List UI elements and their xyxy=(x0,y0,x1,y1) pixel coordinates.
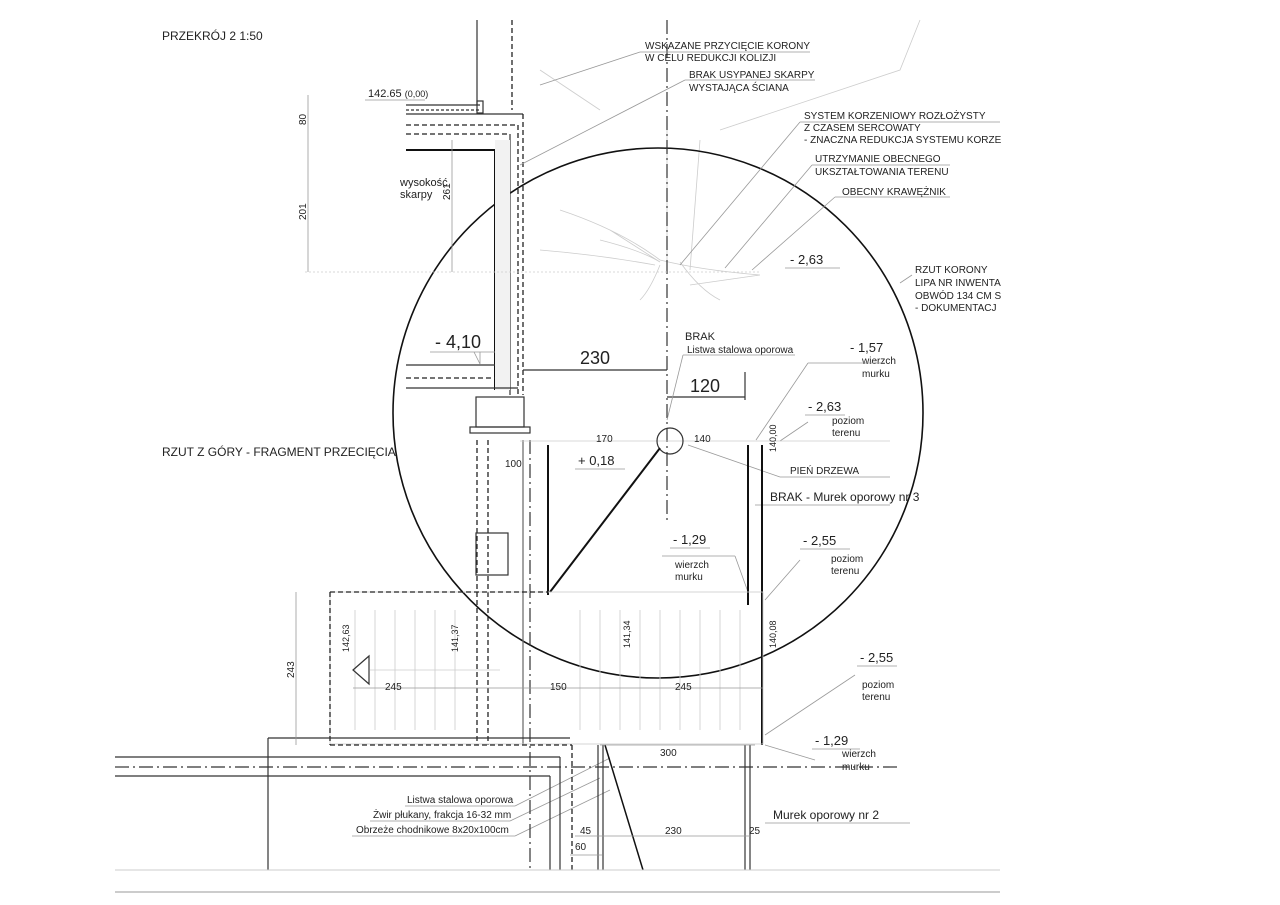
note-curb: OBECNY KRAWĘŻNIK xyxy=(842,185,946,198)
dim-230-plan: 230 xyxy=(665,826,682,837)
plan-dimensions: 170 140 100 140,00 142,63 141,37 141,34 … xyxy=(286,424,778,853)
dim-243: 243 xyxy=(286,661,297,678)
dim-60: 60 xyxy=(575,842,587,853)
level-255a: - 2,55 xyxy=(803,533,836,548)
dim-25: 25 xyxy=(749,826,761,837)
dim-170: 170 xyxy=(596,434,613,445)
level-157-label-1: wierzch xyxy=(861,356,896,367)
tree-trunk-circle xyxy=(656,427,684,455)
note-gravel: Żwir płukany, frakcja 16-32 mm xyxy=(373,808,511,821)
level-markers: - 1,57 wierzch murku - 2,63 poziom teren… xyxy=(575,340,897,773)
level-263-label-2: terenu xyxy=(832,428,860,439)
level-263: - 2,63 xyxy=(808,399,841,414)
note-trunk: PIEŃ DRZEWA xyxy=(790,464,859,477)
level-129a-label-2: murku xyxy=(675,572,703,583)
note-crown-proj-3: OBWÓD 134 CM S xyxy=(915,289,1001,302)
note-crown-proj-2: LIPA NR INWENTA xyxy=(915,278,1001,289)
level-129b-label-1: wierzch xyxy=(841,749,876,760)
note-wall-2: Murek oporowy nr 2 xyxy=(773,808,879,822)
section-dimensions: 80 201 261 wysokość skarpy 142.65 (0,00)… xyxy=(298,88,840,400)
dim-245a: 245 xyxy=(385,682,402,693)
dim-45: 45 xyxy=(580,826,592,837)
level-255a-label-2: terenu xyxy=(831,566,859,577)
note-roots-2: Z CZASEM SERCOWATY xyxy=(804,123,921,134)
elev-140-08: 140,08 xyxy=(768,620,778,648)
crown-projection-circle xyxy=(392,147,924,679)
note-edging: Obrzeże chodnikowe 8x20x100cm xyxy=(356,825,509,836)
dim-150: 150 xyxy=(550,682,567,693)
dim-120: 120 xyxy=(690,376,720,396)
note-wall-3: BRAK - Murek oporowy nr 3 xyxy=(770,490,920,504)
level-157-label-2: murku xyxy=(862,369,890,380)
level-129b-label-2: murku xyxy=(842,762,870,773)
elev-140-00: 140,00 xyxy=(768,424,778,452)
plan-view xyxy=(115,427,900,871)
note-crown-proj-4: - DOKUMENTACJ xyxy=(915,303,996,314)
note-no-slope-2: WYSTAJĄCA ŚCIANA xyxy=(689,81,789,94)
level-157: - 1,57 xyxy=(850,340,883,355)
note-terrain-2: UKSZTAŁTOWANIA TERENU xyxy=(815,167,949,178)
section-title: PRZEKRÓJ 2 1:50 xyxy=(162,28,263,43)
dim-245b: 245 xyxy=(675,682,692,693)
level-410: - 4,10 xyxy=(435,332,481,352)
retaining-wall-section xyxy=(406,20,531,434)
slope-height-label-2: skarpy xyxy=(400,189,433,201)
level-129b: - 1,29 xyxy=(815,733,848,748)
level-263-label-1: poziom xyxy=(832,416,864,427)
note-terrain-1: UTRZYMANIE OBECNEGO xyxy=(815,154,941,165)
note-no-slope-1: BRAK USYPANEJ SKARPY xyxy=(689,70,815,81)
dim-140: 140 xyxy=(694,434,711,445)
dim-100: 100 xyxy=(505,459,522,470)
plan-title: RZUT Z GÓRY - FRAGMENT PRZECIĘCIA xyxy=(162,444,396,459)
level-255b-label-1: poziom xyxy=(862,680,894,691)
note-roots-3: - ZNACZNA REDUKCJA SYSTEMU KORZE xyxy=(804,135,1002,146)
note-steel-strip-missing: Listwa stalowa oporowa xyxy=(687,345,794,356)
level-255b-label-2: terenu xyxy=(862,692,890,703)
note-brak: BRAK xyxy=(685,331,716,343)
level-129a-label-1: wierzch xyxy=(674,560,709,571)
note-crown-proj-1: RZUT KORONY xyxy=(915,265,988,276)
elev-142-63: 142,63 xyxy=(341,624,351,652)
annotation-notes: WSKAZANE PRZYCIĘCIE KORONY W CELU REDUKC… xyxy=(352,41,1002,837)
note-crown-trim-2: W CELU REDUKCJI KOLIZJI xyxy=(645,53,776,64)
dim-230: 230 xyxy=(580,348,610,368)
elev-141-34: 141,34 xyxy=(622,620,632,648)
dim-261: 261 xyxy=(442,183,453,200)
level-main: 142.65 (0,00) xyxy=(368,88,428,100)
level-plus-018: + 0,18 xyxy=(578,453,615,468)
slope-height-label-1: wysokość xyxy=(399,177,448,189)
level-255a-label-1: poziom xyxy=(831,554,863,565)
elev-141-37: 141,37 xyxy=(450,624,460,652)
level-263-top: - 2,63 xyxy=(790,252,823,267)
note-steel-strip: Listwa stalowa oporowa xyxy=(407,795,514,806)
dim-201: 201 xyxy=(298,203,309,220)
level-129a: - 1,29 xyxy=(673,532,706,547)
dim-80: 80 xyxy=(298,113,309,125)
note-crown-trim-1: WSKAZANE PRZYCIĘCIE KORONY xyxy=(645,41,810,52)
note-roots-1: SYSTEM KORZENIOWY ROZŁOŻYSTY xyxy=(804,109,986,122)
dim-300: 300 xyxy=(660,748,677,759)
level-255b: - 2,55 xyxy=(860,650,893,665)
